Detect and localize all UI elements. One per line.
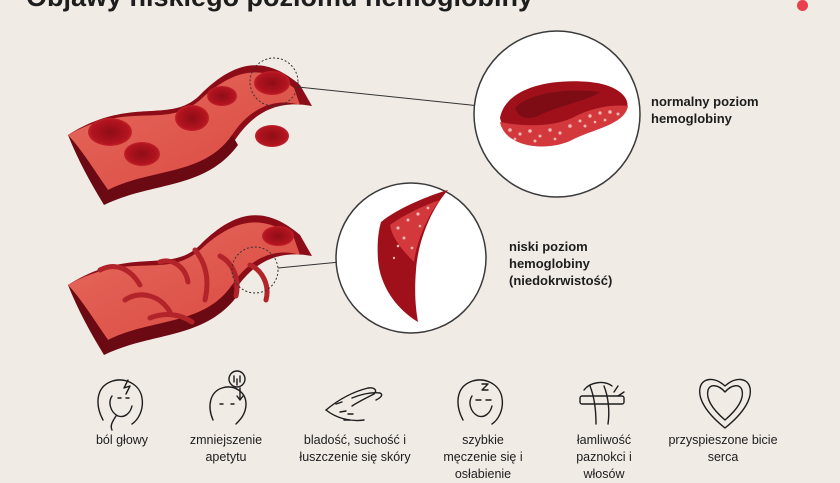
symptom-headache: ból głowy <box>95 433 149 447</box>
magnifier-normal <box>473 30 641 198</box>
nails-hair-icon <box>579 381 625 425</box>
symptom-fatigue: szybkie męczenie się i osłabienie <box>443 433 523 481</box>
red-cell <box>88 118 132 146</box>
headache-icon <box>97 379 144 431</box>
skin-hand-icon <box>325 387 383 422</box>
label-low-hemoglobin: niski poziom hemoglobiny (niedokrwistość… <box>509 239 613 288</box>
page-title: Objawy niskiego poziomu hemoglobiny <box>26 0 533 13</box>
symptom-nails-hair: łamliwość paznokci i włosów <box>576 433 632 481</box>
red-cell <box>255 125 289 147</box>
red-cell <box>254 71 290 95</box>
vessel-normal <box>68 57 312 205</box>
fatigue-icon <box>457 379 504 425</box>
heart-icon <box>698 378 752 429</box>
red-cell <box>262 226 294 246</box>
symptom-skin: bladość, suchość i łuszczenie się skóry <box>299 433 411 464</box>
vessel-low <box>68 215 312 355</box>
red-cell <box>124 142 160 166</box>
appetite-icon <box>209 370 247 425</box>
label-normal-hemoglobin: normalny poziom hemoglobiny <box>651 94 759 126</box>
brand-logo-dot <box>797 0 808 11</box>
red-cell <box>175 105 209 131</box>
symptom-appetite: zmniejszenie apetytu <box>189 433 263 464</box>
magnifier-low <box>335 182 487 334</box>
symptom-heart: przyspieszone bicie serca <box>668 433 778 464</box>
red-cell <box>207 86 237 106</box>
